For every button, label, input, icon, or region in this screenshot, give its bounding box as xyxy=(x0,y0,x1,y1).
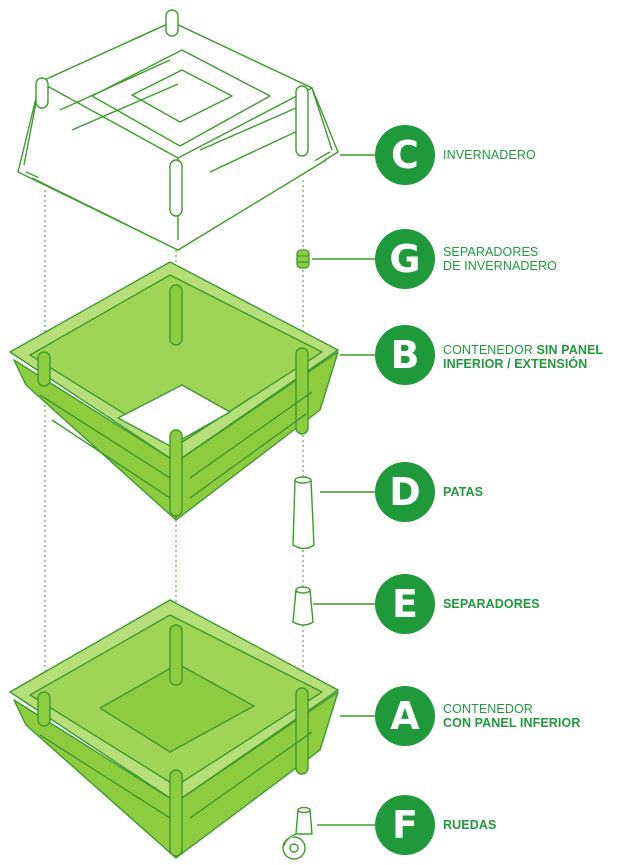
spacer-illustration xyxy=(292,586,314,626)
part-g-badge: G xyxy=(375,229,435,289)
container-without-bottom-illustration xyxy=(9,261,339,521)
part-a-label-line2-bold: CON PANEL INFERIOR xyxy=(443,716,581,730)
part-b-badge: B xyxy=(375,325,435,385)
part-a-label: CONTENEDOR CON PANEL INFERIOR xyxy=(443,702,580,730)
part-f-badge: F xyxy=(375,795,435,855)
part-g-label-line1: SEPARADORES xyxy=(443,245,539,259)
part-b-label: CONTENEDOR SIN PANEL INFERIOR / EXTENSIÓ… xyxy=(443,343,603,371)
part-e-label-line1-bold: SEPARADORES xyxy=(443,597,540,611)
part-g-label: SEPARADORES DE INVERNADERO xyxy=(443,245,557,273)
part-d-label-line1-bold: PATAS xyxy=(443,485,484,499)
part-f-label: RUEDAS xyxy=(443,818,496,832)
part-a-label-line1: CONTENEDOR xyxy=(443,702,533,716)
part-e-badge: E xyxy=(375,574,435,634)
part-c-label: INVERNADERO xyxy=(443,148,536,162)
part-b-label-line2-bold: INFERIOR / EXTENSIÓN xyxy=(443,357,588,371)
wheel-illustration xyxy=(282,806,313,860)
part-e-label: SEPARADORES xyxy=(443,597,540,611)
leg-illustration xyxy=(292,476,315,550)
part-d-label: PATAS xyxy=(443,485,483,499)
part-c-badge: C xyxy=(375,125,435,185)
leader-lines xyxy=(312,154,375,826)
part-b-label-line1-bold: SIN PANEL xyxy=(536,343,604,357)
container-with-bottom-illustration xyxy=(9,599,339,859)
part-g-label-line2: DE INVERNADERO xyxy=(443,259,557,273)
greenhouse-spacer-illustration xyxy=(296,249,310,269)
part-a-badge: A xyxy=(375,686,435,746)
part-d-badge: D xyxy=(375,462,435,522)
greenhouse-cover-illustration xyxy=(17,9,339,251)
part-b-label-line1: CONTENEDOR xyxy=(443,343,537,357)
part-f-label-line1-bold: RUEDAS xyxy=(443,818,497,832)
part-c-label-line1: INVERNADERO xyxy=(443,148,536,162)
